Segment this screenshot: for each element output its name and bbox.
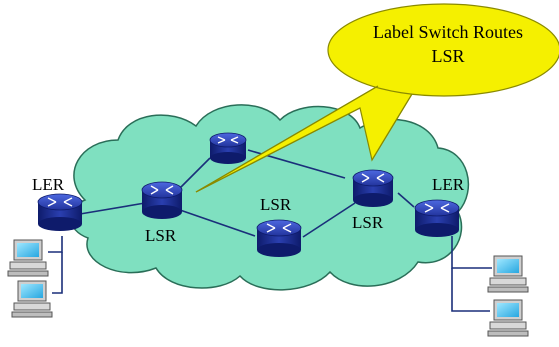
link-lsr-left-lsr-center	[179, 209, 256, 237]
network-cloud	[69, 104, 470, 291]
link-ler-right-pc2	[451, 268, 490, 312]
link-lsr-center-lsr-right	[302, 202, 356, 238]
link-ler-left-pc2	[52, 252, 63, 294]
label-ler-left: LER	[32, 175, 65, 194]
label-ler-right: LER	[432, 175, 465, 194]
label-lsr-left: LSR	[145, 226, 177, 245]
router-lsr-center-icon	[256, 219, 302, 257]
link-ler-left-lsr-left	[79, 202, 146, 215]
links	[48, 149, 492, 312]
callout-line2: LSR	[431, 46, 464, 66]
router-lsr-right-icon	[352, 169, 394, 207]
pc-right-bottom-icon	[487, 299, 529, 337]
pc-left-bottom-icon	[11, 280, 53, 318]
link-lsr-left-lsr-top	[179, 157, 211, 189]
pc-left-top-icon	[7, 239, 49, 277]
link-lsr-right-ler-right	[397, 192, 415, 208]
link-ler-left-pcs	[48, 236, 63, 253]
callout-line1: Label Switch Routes	[373, 22, 523, 42]
pc-right-top-icon	[487, 255, 529, 293]
router-ler-left-icon	[37, 193, 83, 231]
router-ler-right-icon	[414, 199, 460, 237]
router-lsr-left-icon	[141, 181, 183, 219]
callout-bubble: Label Switch Routes LSR	[195, 3, 559, 193]
label-lsr-right: LSR	[352, 213, 384, 232]
router-lsr-top-icon	[209, 132, 247, 164]
label-lsr-center: LSR	[260, 195, 292, 214]
